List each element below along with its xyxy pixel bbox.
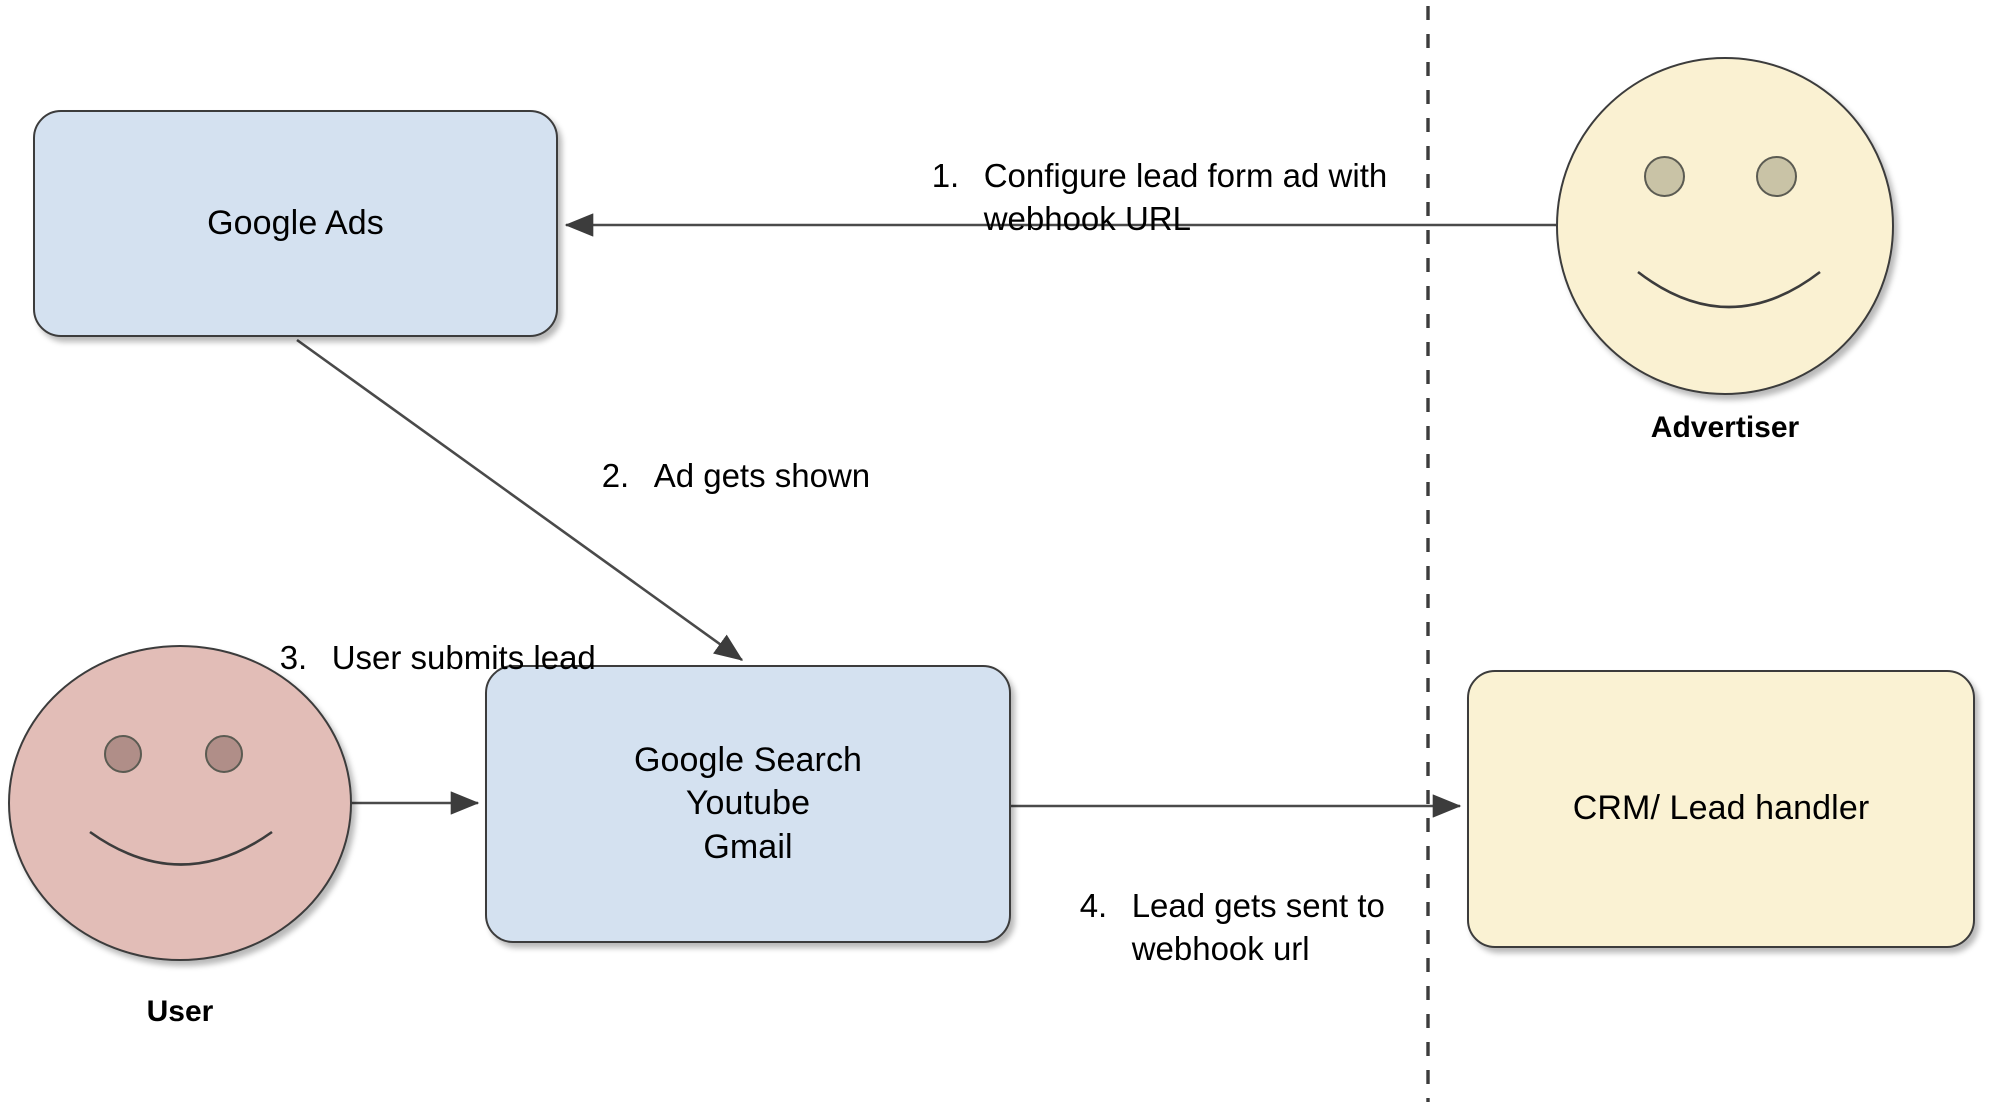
advertiser-smile-icon — [1637, 270, 1821, 309]
node-advertiser-face[interactable] — [1556, 57, 1894, 395]
edge-label-1-text: Configure lead form ad with webhook URL — [984, 154, 1388, 241]
node-google-ads[interactable]: Google Ads — [33, 110, 558, 337]
node-platforms-line-2: Youtube — [685, 784, 811, 823]
edge-label-3-number: 3. — [279, 638, 308, 676]
edge-label-3: 3. User submits lead — [243, 592, 643, 723]
node-user-face[interactable] — [8, 645, 352, 961]
edge-label-1-line-1: Configure lead form ad with — [983, 156, 1388, 194]
node-platforms-label: Google Search Youtube Gmail — [634, 739, 862, 870]
node-advertiser-label: Advertiser — [1650, 411, 1800, 444]
edge-label-3-text: User submits lead — [331, 638, 596, 676]
user-right-eye-icon — [205, 735, 243, 773]
node-crm[interactable]: CRM/ Lead handler — [1467, 670, 1975, 948]
edge-label-2: 2. Ad gets shown — [565, 410, 965, 541]
edge-label-4-text: Lead gets sent to webhook url — [1132, 884, 1385, 971]
user-smile-icon — [89, 830, 273, 866]
advertiser-left-eye-icon — [1644, 156, 1685, 197]
edge-label-1: 1. Configure lead form ad with webhook URL — [895, 110, 1415, 284]
node-platforms-line-1: Google Search — [633, 740, 863, 779]
node-google-ads-label: Google Ads — [207, 203, 384, 242]
advertiser-right-eye-icon — [1756, 156, 1797, 197]
node-platforms-line-3: Gmail — [703, 827, 793, 866]
edge-label-2-number: 2. — [601, 456, 630, 494]
node-user-label: User — [146, 995, 214, 1028]
edge-label-4-line-2: webhook url — [1131, 930, 1310, 968]
node-crm-label: CRM/ Lead handler — [1572, 789, 1870, 828]
edge-label-2-text: Ad gets shown — [653, 456, 871, 494]
edge-label-4: 4. Lead gets sent to webhook url — [1043, 840, 1443, 1014]
edge-label-4-line-1: Lead gets sent to — [1131, 886, 1385, 924]
node-platforms[interactable]: Google Search Youtube Gmail — [485, 665, 1011, 943]
edge-label-1-number: 1. — [931, 156, 960, 194]
user-left-eye-icon — [104, 735, 142, 773]
edge-label-1-line-2: webhook URL — [983, 200, 1191, 238]
edge-label-4-number: 4. — [1079, 886, 1108, 924]
